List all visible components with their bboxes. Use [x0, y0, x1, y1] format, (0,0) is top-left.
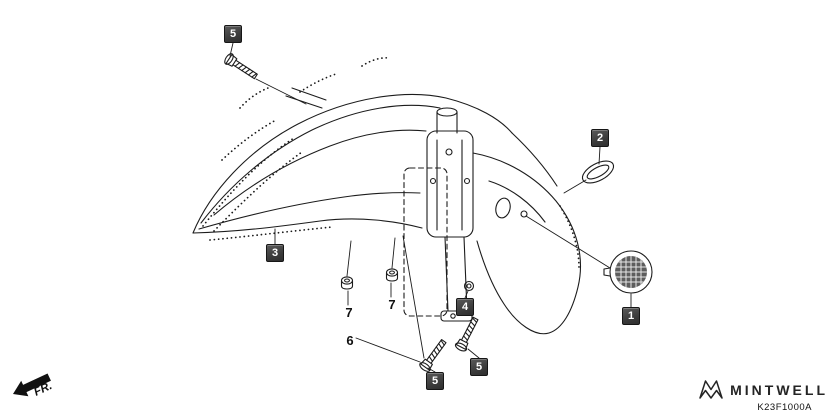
diagram-part-code: K23F1000A — [757, 402, 812, 413]
callout-5-left-bolt[interactable]: 5 — [426, 372, 444, 390]
label-7-right: 7 — [388, 297, 396, 312]
label-7-left: 7 — [345, 305, 353, 320]
front-fender-body[interactable] — [192, 87, 558, 234]
bolt-top-left[interactable] — [222, 51, 260, 83]
callout-4-collar[interactable]: 4 — [456, 298, 474, 316]
oval-collar-part[interactable] — [579, 157, 617, 188]
reflector-part[interactable] — [603, 250, 653, 294]
fr-arrow-icon — [13, 373, 51, 397]
callout-2-collar[interactable]: 2 — [591, 129, 609, 147]
small-collar-part[interactable] — [463, 280, 475, 292]
mintwell-logo-icon — [699, 380, 723, 399]
label-6: 6 — [346, 333, 354, 348]
leader-lines — [229, 42, 632, 373]
callout-3-fender[interactable]: 3 — [266, 244, 284, 262]
callout-5-top-bolt[interactable]: 5 — [224, 25, 242, 43]
flange-nut-left[interactable] — [340, 276, 354, 290]
bolt-bottom-left[interactable] — [417, 337, 450, 374]
fr-direction-indicator: FR. — [13, 373, 54, 399]
rear-fender-panel — [472, 152, 581, 335]
stipple-texture — [202, 56, 580, 269]
brand-mark: MINTWELL — [699, 380, 828, 399]
phantom-outline — [403, 167, 448, 317]
callout-1-reflector[interactable]: 1 — [622, 307, 640, 325]
flange-nut-right[interactable] — [385, 268, 399, 282]
callout-5-right-bolt[interactable]: 5 — [470, 358, 488, 376]
brand-name: MINTWELL — [730, 381, 828, 398]
